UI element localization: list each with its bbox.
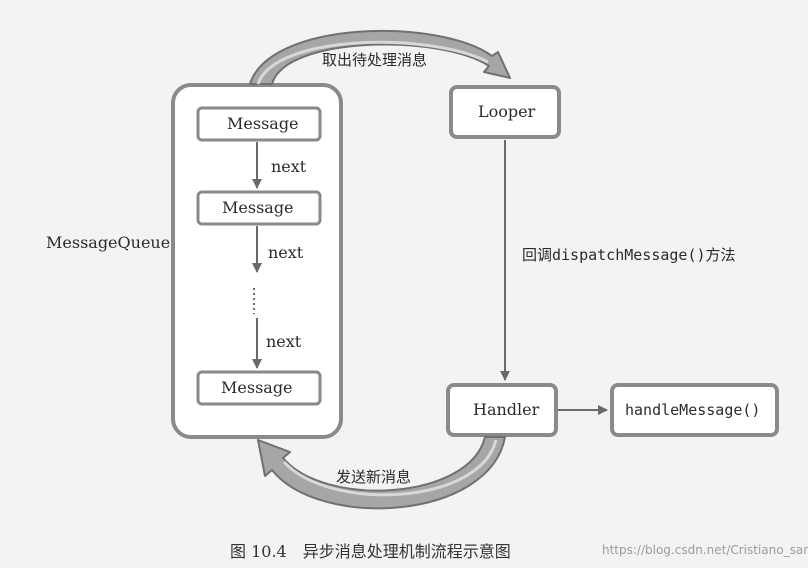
message-queue-label: MessageQueue (46, 233, 171, 252)
send-new-label: 发送新消息 (336, 468, 412, 486)
next-label-3: next (266, 332, 302, 351)
handler-label: Handler (473, 400, 540, 419)
message-box-2 (196, 190, 322, 226)
figure-caption: 图 10.4 异步消息处理机制流程示意图 (230, 542, 511, 561)
handler-box (446, 383, 558, 437)
watermark-text: https://blog.csdn.net/Cristiano_san (602, 543, 808, 557)
next-label-2: next (268, 243, 304, 262)
message-label-3: Message (221, 378, 293, 397)
handle-message-box (610, 383, 779, 437)
handle-message-label: handleMessage() (625, 401, 761, 419)
message-box-3 (196, 370, 322, 406)
message-label-1: Message (227, 114, 299, 133)
looper-box (449, 85, 561, 139)
take-pending-label: 取出待处理消息 (322, 51, 428, 69)
send-new-curve (257, 436, 506, 510)
looper-label: Looper (478, 102, 536, 121)
message-box-1 (196, 106, 322, 142)
message-label-2: Message (222, 198, 294, 217)
take-pending-curve (249, 29, 511, 85)
dispatch-label: 回调dispatchMessage()方法 (522, 246, 736, 264)
next-label-1: next (271, 157, 307, 176)
